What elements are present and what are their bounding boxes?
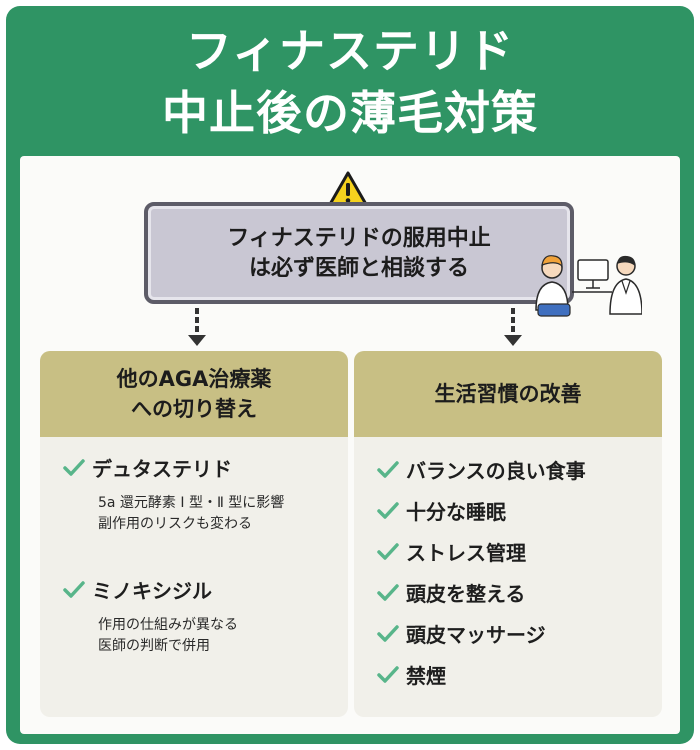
warning-banner: フィナステリドの服用中止 は必ず医師と相談する xyxy=(144,202,574,304)
list-item-description: 作用の仕組みが異なる 医師の判断で併用 xyxy=(98,615,238,657)
list-item-label: バランスの良い食事 xyxy=(406,459,586,483)
list-item-label: 十分な睡眠 xyxy=(406,500,506,524)
banner-line-2: は必ず医師と相談する xyxy=(248,256,469,281)
outer-frame: フィナステリド 中止後の薄毛対策 フィナステリドの服用中止 は必ず医師と相談する xyxy=(6,6,694,744)
checkmark-icon xyxy=(377,583,399,601)
title-line-1: フィナステリド xyxy=(185,24,515,78)
page-title: フィナステリド 中止後の薄毛対策 xyxy=(6,20,694,144)
list-item: 十分な睡眠 xyxy=(376,496,506,525)
list-item: バランスの良い食事 xyxy=(376,455,586,484)
dashed-down-arrow-icon xyxy=(188,308,206,346)
aga-medication-heading: 他のAGA治療薬 への切り替え xyxy=(40,351,348,437)
checkmark-icon xyxy=(63,458,85,476)
warning-banner-text: フィナステリドの服用中止 は必ず医師と相談する xyxy=(148,224,570,284)
description-line: 5a 還元酵素 Ⅰ 型・Ⅱ 型に影響 xyxy=(98,495,285,511)
title-line-2: 中止後の薄毛対策 xyxy=(162,86,538,140)
list-item-label: ミノキシジル xyxy=(92,579,212,603)
checkmark-icon xyxy=(377,624,399,642)
checkmark-icon xyxy=(377,665,399,683)
aga-heading-line-2: への切り替え xyxy=(131,397,257,421)
list-item: ミノキシジル xyxy=(62,575,212,604)
list-item: ストレス管理 xyxy=(376,537,526,566)
checkmark-icon xyxy=(63,580,85,598)
list-item-description: 5a 還元酵素 Ⅰ 型・Ⅱ 型に影響 副作用のリスクも変わる xyxy=(98,493,284,535)
doctor-patient-illustration xyxy=(535,255,642,317)
description-line: 作用の仕組みが異なる xyxy=(98,617,238,633)
checkmark-icon xyxy=(377,460,399,478)
checkmark-icon xyxy=(377,501,399,519)
aga-heading-line-1: 他のAGA治療薬 xyxy=(116,367,272,391)
lifestyle-card: 生活習慣の改善 バランスの良い食事 十分な睡眠 ストレス管理 頭皮を整える 頭皮… xyxy=(354,351,662,717)
list-item-label: デュタステリド xyxy=(92,457,232,481)
checkmark-icon xyxy=(377,542,399,560)
list-item: デュタステリド xyxy=(62,453,232,482)
description-line: 副作用のリスクも変わる xyxy=(98,516,252,532)
list-item: 頭皮を整える xyxy=(376,578,525,607)
banner-line-1: フィナステリドの服用中止 xyxy=(227,226,491,251)
lifestyle-heading: 生活習慣の改善 xyxy=(354,351,662,437)
list-item: 禁煙 xyxy=(376,660,446,689)
list-item: 頭皮マッサージ xyxy=(376,619,546,648)
list-item-label: ストレス管理 xyxy=(406,541,526,565)
content-panel: フィナステリドの服用中止 は必ず医師と相談する xyxy=(20,156,680,734)
list-item-label: 禁煙 xyxy=(406,664,446,688)
list-item-label: 頭皮を整える xyxy=(406,582,526,606)
aga-medication-card: 他のAGA治療薬 への切り替え デュタステリド 5a 還元酵素 Ⅰ 型・Ⅱ 型に… xyxy=(40,351,348,717)
lifestyle-heading-text: 生活習慣の改善 xyxy=(434,382,582,406)
dashed-down-arrow-icon xyxy=(504,308,522,346)
description-line: 医師の判断で併用 xyxy=(98,638,210,654)
list-item-label: 頭皮マッサージ xyxy=(406,623,546,647)
